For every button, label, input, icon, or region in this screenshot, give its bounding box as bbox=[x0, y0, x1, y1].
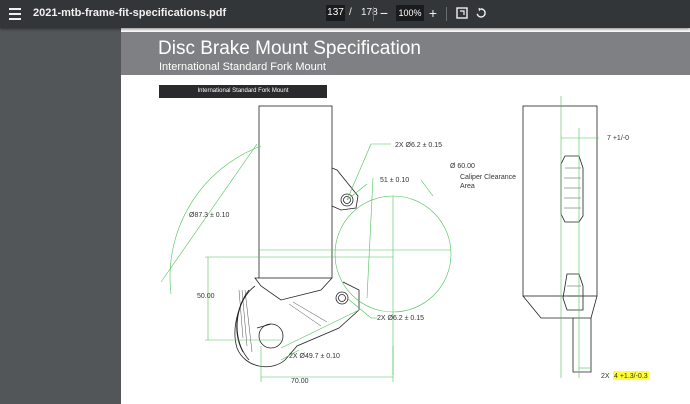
zoom-level-input[interactable]: 100% bbox=[396, 5, 424, 21]
zoom-in-button[interactable]: + bbox=[428, 5, 438, 21]
technical-drawing: 2X Ø6.2 ± 0.15 Ø 60.00 Caliper Clearance… bbox=[160, 96, 649, 385]
fit-page-button[interactable] bbox=[455, 4, 469, 22]
fit-page-icon bbox=[456, 7, 468, 19]
dim-diameter-49: 2X Ø49.7 ± 0.10 bbox=[289, 353, 340, 360]
dim-top-hole: 2X Ø6.2 ± 0.15 bbox=[395, 142, 442, 149]
section-tag: International Standard Fork Mount bbox=[159, 85, 327, 98]
rotate-icon bbox=[476, 7, 486, 18]
dim-offset-51: 51 ± 0.10 bbox=[380, 177, 409, 184]
toolbar-divider bbox=[373, 7, 374, 21]
dim-height-50: 50.00 bbox=[197, 293, 215, 300]
dim-bottom-hole: 2X Ø6.2 ± 0.15 bbox=[377, 315, 424, 322]
file-name: 2021-mtb-frame-fit-specifications.pdf bbox=[33, 7, 227, 19]
page-total: 178 bbox=[361, 7, 378, 18]
page-number-input[interactable]: 137 bbox=[326, 5, 345, 21]
menu-icon[interactable] bbox=[9, 8, 21, 20]
zoom-out-button[interactable]: − bbox=[379, 5, 389, 21]
dim-side-thread-highlight: 4 +1.3/-0.3 bbox=[614, 373, 648, 380]
pdf-toolbar: 2021-mtb-frame-fit-specifications.pdf 13… bbox=[0, 0, 690, 28]
page-subtitle: International Standard Fork Mount bbox=[159, 61, 326, 73]
rotate-button[interactable] bbox=[474, 4, 488, 22]
dim-clearance-label-2: Area bbox=[460, 183, 475, 190]
dim-clearance-diameter: Ø 60.00 bbox=[450, 163, 475, 170]
title-banner: Disc Brake Mount Specification Internati… bbox=[121, 32, 690, 75]
page-title: Disc Brake Mount Specification bbox=[158, 38, 421, 59]
page-separator: / bbox=[349, 7, 352, 18]
thread-highlight bbox=[613, 371, 649, 380]
dim-clearance-label: Caliper Clearance bbox=[460, 174, 516, 181]
toolbar-divider bbox=[446, 7, 447, 21]
dim-diameter-87: Ø87.3 ± 0.10 bbox=[189, 212, 230, 219]
pdf-page: Disc Brake Mount Specification Internati… bbox=[121, 28, 690, 404]
dim-side-thread-prefix: 2X bbox=[601, 373, 610, 380]
dim-side-offset: 7 +1/-0 bbox=[607, 135, 629, 142]
dim-width-70: 70.00 bbox=[291, 378, 309, 385]
